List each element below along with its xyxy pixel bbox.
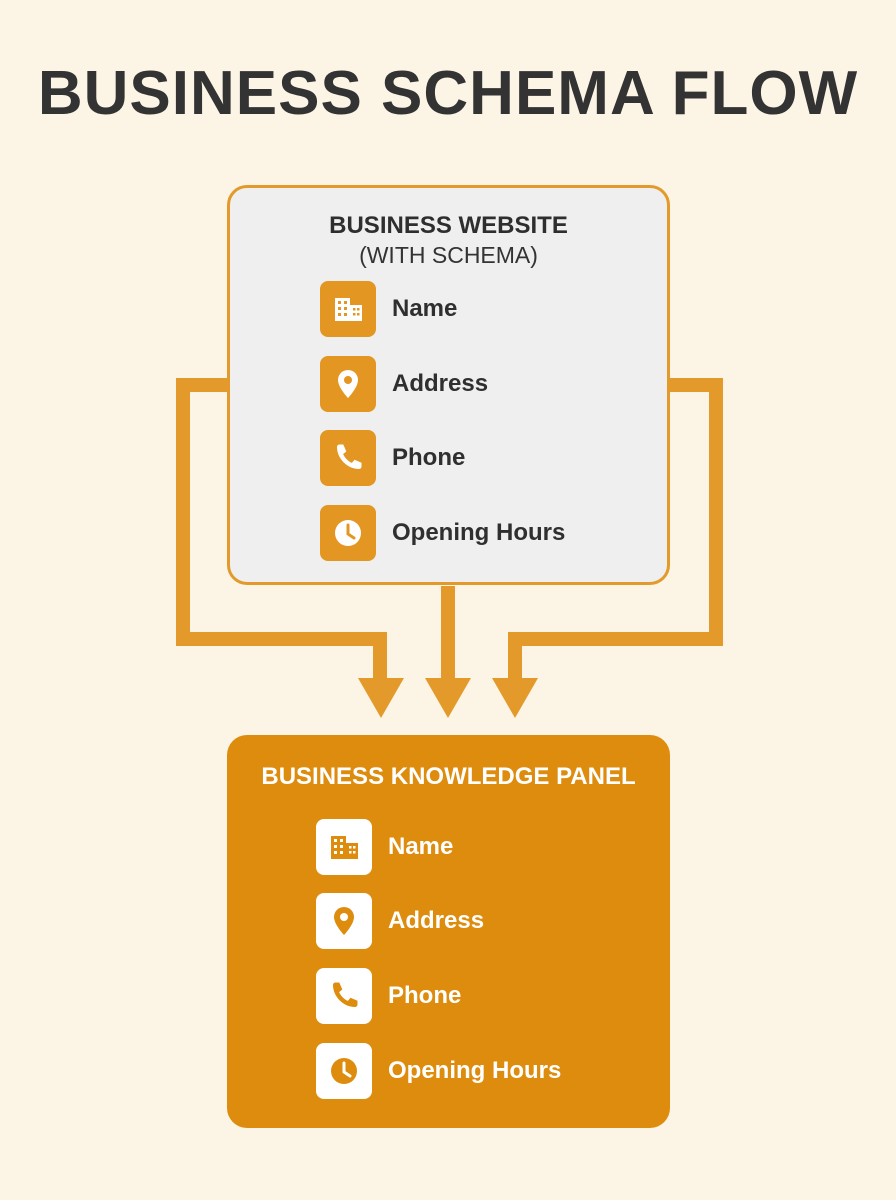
location-pin-icon: [316, 893, 372, 949]
item-label: Address: [392, 370, 489, 397]
item-label: Address: [388, 907, 485, 934]
clock-icon: [316, 1043, 372, 1099]
item-label: Name: [388, 833, 454, 860]
business-website-box: BUSINESS WEBSITE (WITH SCHEMA) Name Addr…: [227, 185, 670, 585]
item-label: Name: [392, 295, 458, 322]
location-pin-icon: [320, 356, 376, 412]
item-label: Phone: [388, 982, 462, 1009]
phone-icon: [316, 968, 372, 1024]
knowledge-panel-box: BUSINESS KNOWLEDGE PANEL Name Address Ph…: [227, 735, 670, 1128]
right-arrowhead: [492, 678, 538, 718]
building-icon: [316, 819, 372, 875]
item-label: Phone: [392, 444, 466, 471]
website-heading: BUSINESS WEBSITE: [329, 212, 568, 239]
item-label: Opening Hours: [392, 519, 566, 546]
page-title: BUSINESS SCHEMA FLOW: [37, 59, 859, 128]
website-subheading: (WITH SCHEMA): [359, 242, 538, 268]
panel-heading: BUSINESS KNOWLEDGE PANEL: [261, 763, 636, 790]
clock-icon: [320, 505, 376, 561]
left-connector-line: [176, 378, 387, 690]
phone-icon: [320, 430, 376, 486]
building-icon: [320, 281, 376, 337]
center-arrowhead: [425, 678, 471, 718]
left-arrowhead: [358, 678, 404, 718]
right-connector-line: [508, 378, 723, 690]
item-label: Opening Hours: [388, 1057, 562, 1084]
